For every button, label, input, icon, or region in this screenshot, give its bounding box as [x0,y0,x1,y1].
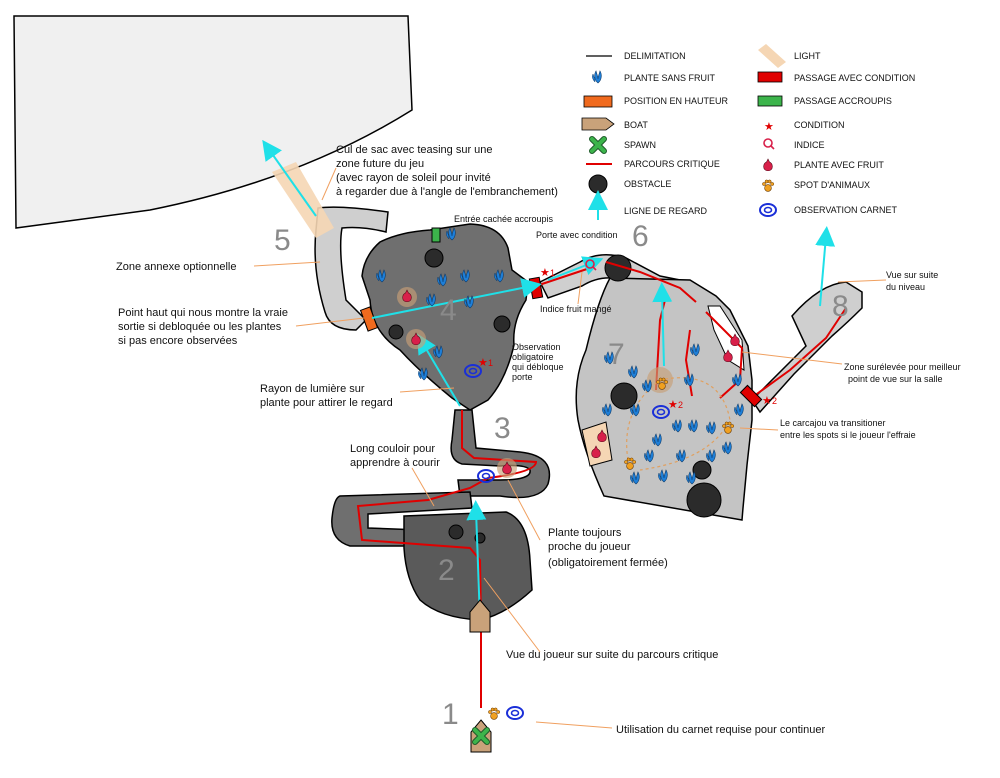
svg-text:★: ★ [478,357,488,369]
annotation-vue-suite-line2: du niveau [886,282,925,292]
annotation-plante-toujours-line3: (obligatoirement fermée) [548,557,668,569]
annotation-observation-line4: porte [512,372,533,382]
sight-lines [262,139,836,621]
zone-number-5: 5 [274,224,291,257]
svg-text:★: ★ [540,267,550,279]
annotation-long-couloir-line2: apprendre à courir [350,457,440,469]
annotation-vue-suite-line1: Vue sur suite [886,270,938,280]
zone-7-light-patch [581,421,613,467]
zone-4-room [361,223,529,411]
annotation-observation-line3: qui débloque [512,362,564,372]
condition-marker-1b: 1 [488,358,493,368]
annotation-plante-toujours-line1: Plante toujours [548,527,622,539]
svg-text:★: ★ [764,121,774,133]
zone-number-4: 4 [440,294,457,327]
annotation-observation-line1: Observation [512,342,561,352]
annotation-cul-de-sac-line1: Cul de sac avec teasing sur une [336,144,493,156]
legend-parcours-critique: PARCOURS CRITIQUE [624,159,720,169]
leader-lines [253,167,887,729]
zone-number-6: 6 [632,220,649,253]
zone-number-2: 2 [438,554,455,587]
sunlight-beam [272,162,334,238]
zone-number-7: 7 [608,338,625,371]
annotation-point-haut-line2: sortie si debloquée ou les plantes [118,321,282,333]
annotation-cul-de-sac-line2: zone future du jeu [336,158,424,170]
annotation-cul-de-sac-line3: (avec rayon de soleil pour invité [336,172,491,184]
annotation-point-haut-line3: si pas encore observées [118,335,238,347]
annotation-zone-surelevee-line1: Zone surélevée pour meilleur [844,362,961,372]
legend-passage-accroupis: PASSAGE ACCROUPIS [794,96,892,106]
legend-light: LIGHT [794,51,821,61]
legend-obstacle: OBSTACLE [624,179,671,189]
legend-plante-avec-fruit: PLANTE AVEC FRUIT [794,160,884,170]
legend-plante-sans-fruit: PLANTE SANS FRUIT [624,73,716,83]
crouch-passage [431,227,441,243]
annotation-carcajou-line1: Le carcajou va transitioner [780,418,886,428]
zone-number-1: 1 [442,698,459,731]
legend-indice: INDICE [794,140,825,150]
annotation-vue-joueur: Vue du joueur sur suite du parcours crit… [506,649,718,661]
condition-marker-2b: 2 [772,396,777,406]
zone-2-room [403,511,533,621]
condition-marker-1a: 1 [550,268,555,278]
condition-passage-1 [528,276,544,300]
annotation-rayon-line2: plante pour attirer le regard [260,397,393,409]
annotation-plante-toujours-line2: proche du joueur [548,541,631,553]
annotation-zone-surelevee-line2: point de vue sur la salle [848,374,943,384]
legend-spawn: SPAWN [624,140,656,150]
svg-text:★: ★ [668,399,678,411]
legend-condition: CONDITION [794,120,845,130]
legend-spot-d-animaux: SPOT D'ANIMAUX [794,180,870,190]
legend-passage-avec-condition: PASSAGE AVEC CONDITION [794,73,915,83]
annotation-carcajou-line2: entre les spots si le joueur l'effraie [780,430,916,440]
zone-number-3: 3 [494,412,511,445]
annotation-long-couloir-line1: Long couloir pour [350,443,435,455]
annotation-zone-annexe: Zone annexe optionnelle [116,261,236,273]
condition-passage-2 [739,384,763,408]
annotation-indice-fruit: Indice fruit mangé [540,304,612,314]
annotation-cul-de-sac-line4: à regarder due à l'angle de l'embranchem… [336,186,558,198]
indice-icon [585,259,597,271]
zone-3-corridor [450,409,551,499]
condition-stars: ★ 1 ★ 1 ★ 2 ★ 2 [478,267,777,411]
condition-marker-2a: 2 [678,400,683,410]
legend-boat: BOAT [624,120,648,130]
boat-zone-2 [469,599,491,633]
legend-position-en-hauteur: POSITION EN HAUTEUR [624,96,729,106]
annotation-entree-cachee: Entrée cachée accroupis [454,214,554,224]
legend-ligne-de-regard: LIGNE DE REGARD [624,206,708,216]
legend-observation-carnet: OBSERVATION CARNET [794,205,898,215]
annotation-utilisation-carnet: Utilisation du carnet requise pour conti… [616,724,825,736]
zone-8-corridor [751,281,863,414]
legend-delimitation: DELIMITATION [624,51,686,61]
spawn-icon [472,727,490,745]
annotation-porte-condition: Porte avec condition [536,230,618,240]
annotation-observation-line2: obligatoire [512,352,554,362]
annotation-point-haut-line1: Point haut qui nous montre la vraie [118,307,288,319]
svg-text:★: ★ [762,395,772,407]
annotation-rayon-line1: Rayon de lumière sur [260,383,365,395]
zone-5-annex-path [314,206,389,331]
obstacles [388,248,722,544]
zone-number-8: 8 [832,290,849,323]
zone-numbers: 1 2 3 4 5 6 7 8 [274,220,849,731]
legend: DELIMITATION PLANTE SANS FRUIT POSITION … [581,44,915,220]
